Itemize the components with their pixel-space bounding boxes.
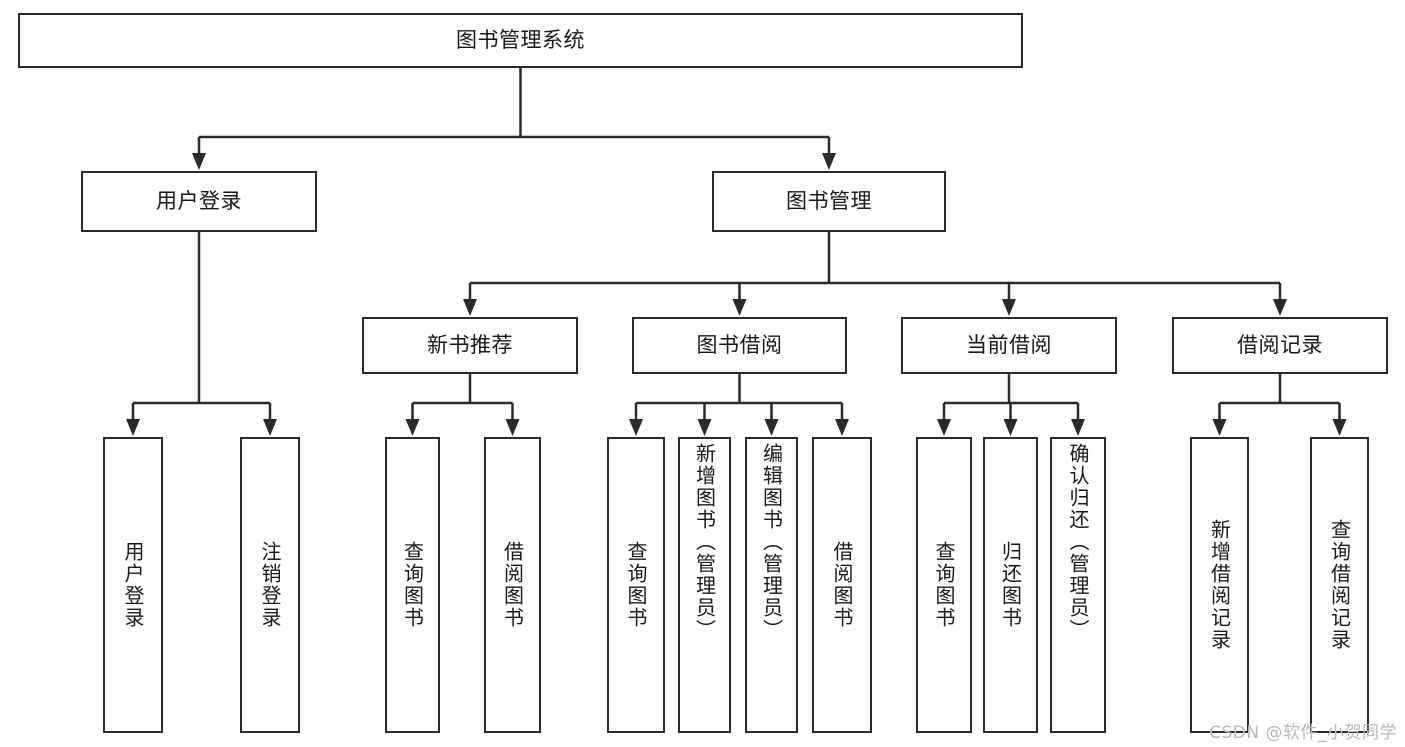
- node-leaf-borrow-book-2[interactable]: 借阅图书: [812, 437, 872, 733]
- node-label: 查询图书: [400, 541, 425, 629]
- node-label: 借阅图书: [500, 541, 525, 629]
- arrowhead-icon: [126, 419, 140, 436]
- watermark: CSDN @软件_小贺同学: [1209, 723, 1397, 743]
- node-label: 图书借阅: [696, 333, 783, 358]
- node-label: 编辑图书（管理员）: [759, 443, 784, 641]
- node-label: 借阅图书: [830, 541, 854, 629]
- node-label: 新增借阅记录: [1207, 519, 1232, 651]
- node-label: 查询图书: [624, 541, 648, 629]
- arrowhead-icon: [405, 419, 420, 436]
- arrowhead-icon: [463, 299, 477, 316]
- node-label: 归还图书: [998, 541, 1023, 629]
- node-leaf-query-record[interactable]: 查询借阅记录: [1310, 437, 1369, 733]
- node-leaf-add-record[interactable]: 新增借阅记录: [1190, 437, 1249, 733]
- node-label: 图书管理: [786, 189, 872, 214]
- node-leaf-logout[interactable]: 注销登录: [240, 437, 300, 733]
- node-leaf-edit-book[interactable]: 编辑图书（管理员）: [745, 437, 798, 733]
- node-leaf-query-book-2[interactable]: 查询图书: [607, 437, 665, 733]
- arrowhead-icon: [1002, 299, 1016, 316]
- arrowhead-icon: [192, 153, 206, 170]
- node-leaf-query-book-3[interactable]: 查询图书: [916, 437, 972, 733]
- node-label: 用户登录: [121, 541, 145, 629]
- arrowhead-icon: [1332, 419, 1347, 436]
- node-leaf-query-book-1[interactable]: 查询图书: [385, 437, 440, 733]
- node-book-manage[interactable]: 图书管理: [712, 171, 946, 232]
- node-label: 借阅记录: [1237, 333, 1323, 358]
- arrowhead-icon: [1212, 419, 1227, 436]
- node-root[interactable]: 图书管理系统: [18, 13, 1023, 68]
- arrowhead-icon: [629, 419, 643, 436]
- node-label: 新增图书（管理员）: [692, 443, 717, 641]
- node-label: 图书管理系统: [456, 28, 585, 53]
- node-label: 新书推荐: [427, 333, 513, 358]
- arrowhead-icon: [1071, 419, 1085, 436]
- node-leaf-user-login[interactable]: 用户登录: [103, 437, 163, 733]
- node-leaf-return-book[interactable]: 归还图书: [983, 437, 1038, 733]
- arrowhead-icon: [1003, 419, 1018, 436]
- arrowhead-icon: [263, 419, 277, 436]
- node-leaf-confirm-return[interactable]: 确认归还（管理员）: [1050, 437, 1106, 733]
- arrowhead-icon: [697, 419, 712, 436]
- node-label: 确认归还（管理员）: [1066, 443, 1090, 641]
- node-leaf-add-book[interactable]: 新增图书（管理员）: [678, 437, 731, 733]
- node-user-login[interactable]: 用户登录: [81, 171, 317, 232]
- arrowhead-icon: [835, 419, 849, 436]
- node-current-borrow[interactable]: 当前借阅: [901, 317, 1117, 374]
- node-label: 用户登录: [156, 189, 242, 214]
- node-leaf-borrow-book-1[interactable]: 借阅图书: [484, 437, 541, 733]
- arrowhead-icon: [937, 419, 951, 436]
- arrowhead-icon: [1273, 299, 1287, 316]
- node-new-book-rec[interactable]: 新书推荐: [362, 317, 578, 374]
- node-label: 查询借阅记录: [1327, 519, 1352, 651]
- node-label: 注销登录: [258, 541, 282, 629]
- node-book-borrow[interactable]: 图书借阅: [632, 317, 847, 374]
- node-borrow-record[interactable]: 借阅记录: [1172, 317, 1388, 374]
- arrowhead-icon: [505, 419, 520, 436]
- arrowhead-icon: [822, 153, 836, 170]
- node-label: 查询图书: [932, 541, 956, 629]
- arrowhead-icon: [732, 299, 747, 316]
- node-label: 当前借阅: [966, 333, 1052, 358]
- arrowhead-icon: [764, 419, 779, 436]
